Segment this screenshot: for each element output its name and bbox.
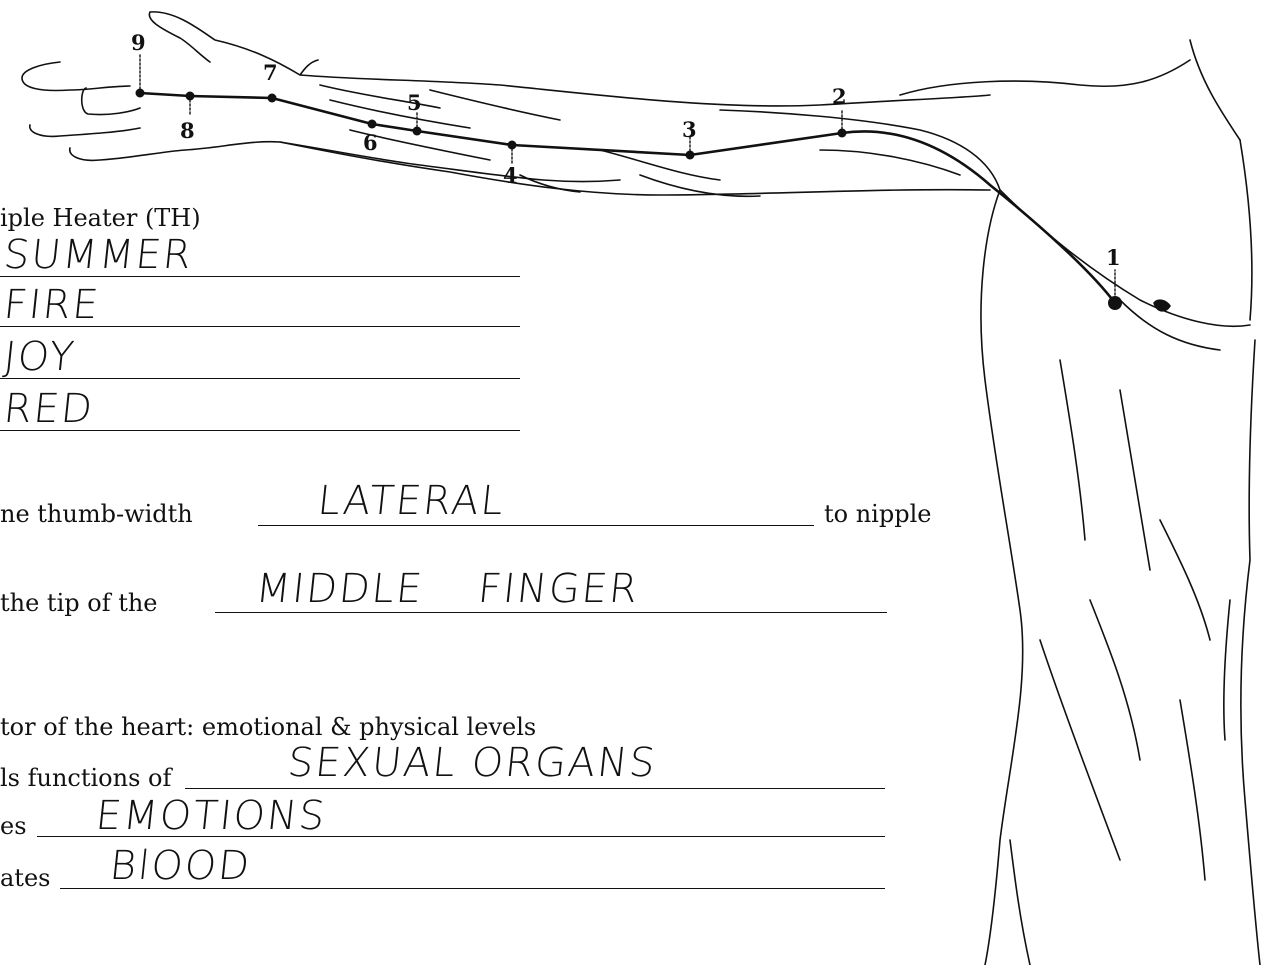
point-8-dot [186,92,195,101]
first-point-prefix: ne thumb-width [0,500,193,528]
point-6-dot [368,120,377,129]
last-point-line [215,612,887,613]
point-label-1: 1 [1106,245,1121,270]
meridian-title: iple Heater (TH) [0,204,201,232]
first-point-line [258,525,814,526]
last-point-answer: MIDDLE FINGER [254,566,642,612]
point-label-6: 6 [363,130,378,155]
meridian-path [140,93,1115,303]
point-2-dot [838,129,847,138]
first-point-suffix: to nipple [824,500,931,528]
protects-answer: EMOTIONS [94,793,329,839]
point-label-9: 9 [131,30,146,55]
emotion-line [0,378,520,379]
point-label-7: 7 [263,60,278,85]
season-answer: SUMMER [2,232,196,278]
nipple-icon [1154,300,1170,311]
point-label-3: 3 [682,117,697,142]
chest-contour [1000,140,1260,965]
circulates-prefix: ates [0,864,50,892]
shoulder-outline [900,40,1240,965]
last-point-prefix: the tip of the [0,589,158,617]
point-9-dot [136,89,145,98]
emotion-answer: JOY [2,334,78,380]
function-heading: tor of the heart: emotional & physical l… [0,713,536,741]
arm-underside [280,142,990,195]
point-5-dot [413,127,422,136]
point-label-8: 8 [180,118,195,143]
controls-answer: SEXUAL ORGANS [286,740,659,786]
point-4-dot [508,141,517,150]
point-label-2: 2 [832,84,847,109]
first-point-answer: LATERAL [316,478,508,524]
point-7-dot [268,94,277,103]
point-label-5: 5 [407,90,422,115]
color-answer: RED [2,386,97,432]
torso-contours [1010,360,1230,965]
point-3-dot [686,151,695,160]
point-1-dot [1108,296,1122,310]
controls-prefix: ls functions of [0,764,171,792]
controls-line [185,788,885,789]
protects-prefix: es [0,812,27,840]
element-answer: FIRE [2,282,103,328]
upper-arm-contour [720,110,1000,190]
circulates-answer: BlOOD [108,843,254,889]
point-label-4: 4 [503,163,518,188]
